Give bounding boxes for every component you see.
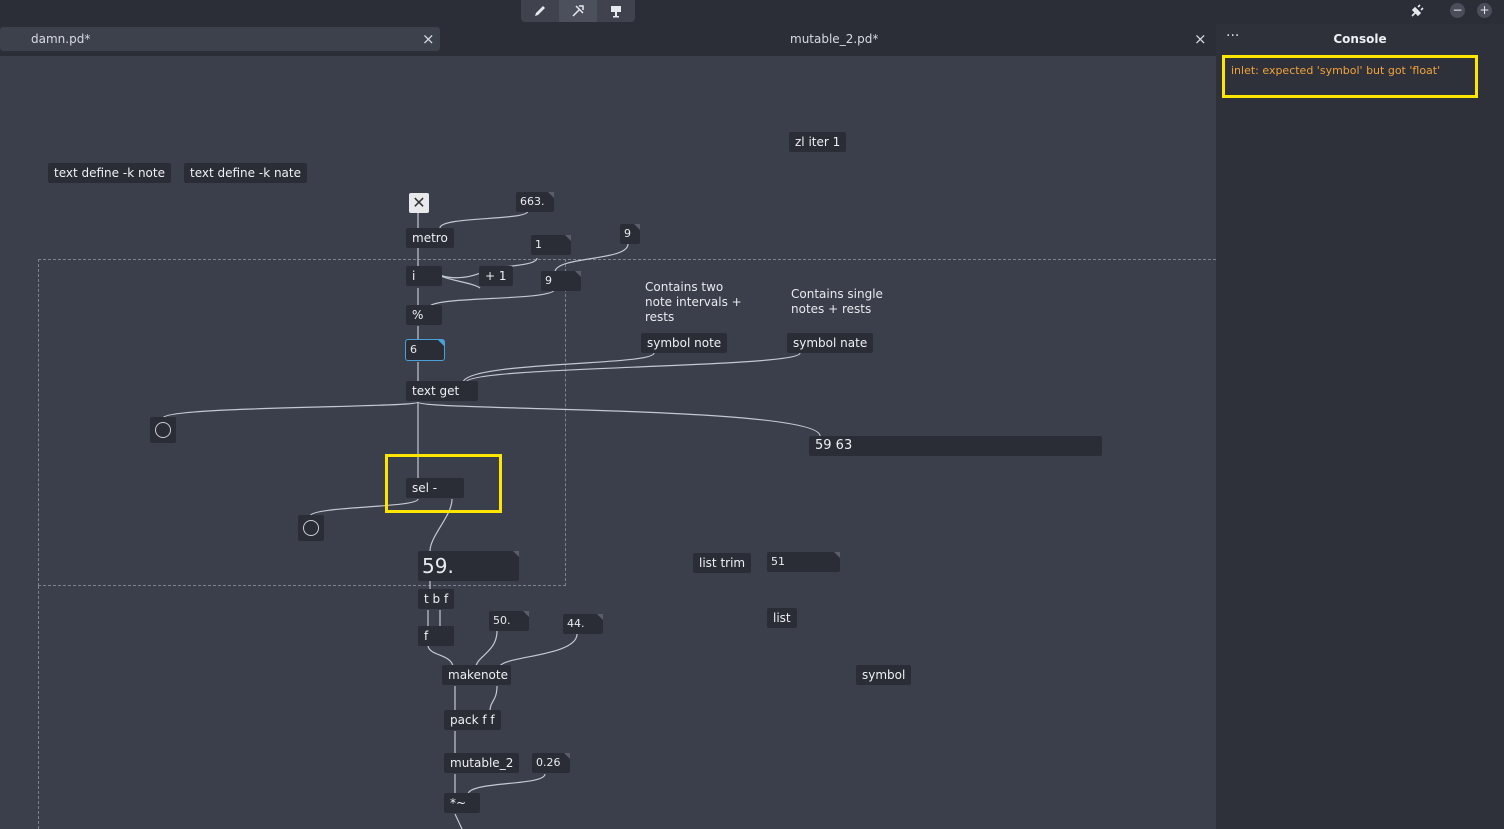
mutable-2-object[interactable]: mutable_2 (444, 753, 520, 773)
modulo-object[interactable]: % (406, 305, 442, 325)
pencil-icon (535, 6, 545, 16)
makenote-object[interactable]: makenote (442, 665, 511, 685)
list-output-message[interactable]: 59 63 (809, 436, 1102, 456)
comment-line: notes + rests (791, 302, 872, 316)
group-box-inner (38, 259, 566, 586)
run-tool-button[interactable] (559, 0, 597, 22)
patch-canvas[interactable]: text define -k note text define -k nate … (0, 56, 1216, 829)
pack-object[interactable]: pack f f (444, 710, 501, 730)
comment-single-notes: Contains single notes + rests (791, 287, 883, 317)
minimize-button[interactable]: − (1450, 3, 1465, 18)
nine-number-b[interactable]: 9 (541, 271, 581, 291)
symbol-nate-message[interactable]: symbol nate (787, 333, 874, 353)
symbol-object[interactable]: symbol (856, 665, 912, 685)
close-icon[interactable]: × (422, 30, 435, 48)
present-tool-button[interactable] (597, 0, 635, 22)
text-define-nate-object[interactable]: text define -k nate (184, 163, 307, 183)
maximize-button[interactable]: + (1477, 3, 1492, 18)
plus-one-object[interactable]: + 1 (479, 266, 513, 286)
nine-number-a[interactable]: 9 (620, 224, 640, 244)
tab-label: damn.pd* (31, 32, 91, 46)
presentation-icon (611, 6, 621, 18)
console-error-message: inlet: expected 'symbol' but got 'float' (1231, 64, 1441, 77)
list-trim-object[interactable]: list trim (693, 553, 752, 573)
i-object[interactable]: i (406, 266, 442, 286)
bang-button[interactable] (150, 417, 176, 443)
bang-button[interactable] (298, 515, 324, 541)
console-panel: ··· Console inlet: expected 'symbol' but… (1216, 24, 1504, 829)
comment-line: note intervals + (645, 295, 742, 309)
tab-mutable-2[interactable]: mutable_2.pd* (790, 32, 879, 46)
close-icon[interactable]: × (1194, 30, 1207, 48)
plugin-icon[interactable] (1407, 3, 1425, 21)
trigger-object[interactable]: t b f (418, 589, 455, 609)
one-number[interactable]: 1 (531, 235, 571, 255)
metro-time-number[interactable]: 663. (516, 192, 554, 212)
fifty-one-number[interactable]: 51 (767, 552, 840, 572)
tool-group (521, 0, 635, 22)
list-object[interactable]: list (767, 608, 797, 628)
text-define-note-object[interactable]: text define -k note (48, 163, 171, 183)
multiply-signal-object[interactable]: *~ (444, 793, 480, 813)
cursor-tool-icon (572, 5, 584, 17)
console-menu-button[interactable]: ··· (1226, 28, 1240, 44)
tab-damn[interactable]: damn.pd* × (0, 27, 440, 51)
velocity-number[interactable]: 50. (489, 611, 529, 631)
sel-object[interactable]: sel - (406, 478, 464, 498)
metro-object[interactable]: metro (406, 228, 454, 248)
group-border-left (38, 586, 39, 829)
six-number[interactable]: 6 (405, 339, 445, 361)
comment-line: Contains single (791, 287, 883, 301)
text-get-object[interactable]: text get (406, 381, 478, 401)
top-toolbar: − + (0, 0, 1504, 24)
float-object[interactable]: f (418, 626, 454, 646)
note-value-number[interactable]: 59. (418, 551, 519, 581)
highlight-box (385, 454, 502, 513)
edit-tool-button[interactable] (521, 0, 559, 22)
symbol-note-message[interactable]: symbol note (641, 333, 728, 353)
highlight-box (1222, 55, 1478, 98)
group-border-top (38, 259, 1216, 260)
duration-number[interactable]: 44. (563, 614, 603, 634)
gain-number[interactable]: 0.26 (532, 753, 570, 773)
comment-line: Contains two (645, 280, 724, 294)
patch-cords (162, 208, 821, 829)
comment-line: rests (645, 310, 675, 324)
console-title: Console (1333, 32, 1387, 46)
comment-note-intervals: Contains two note intervals + rests (645, 280, 742, 325)
toggle[interactable]: ✕ (409, 193, 429, 213)
tab-bar: damn.pd* × mutable_2.pd* × (0, 24, 1216, 56)
zl-iter-object[interactable]: zl iter 1 (789, 132, 847, 152)
